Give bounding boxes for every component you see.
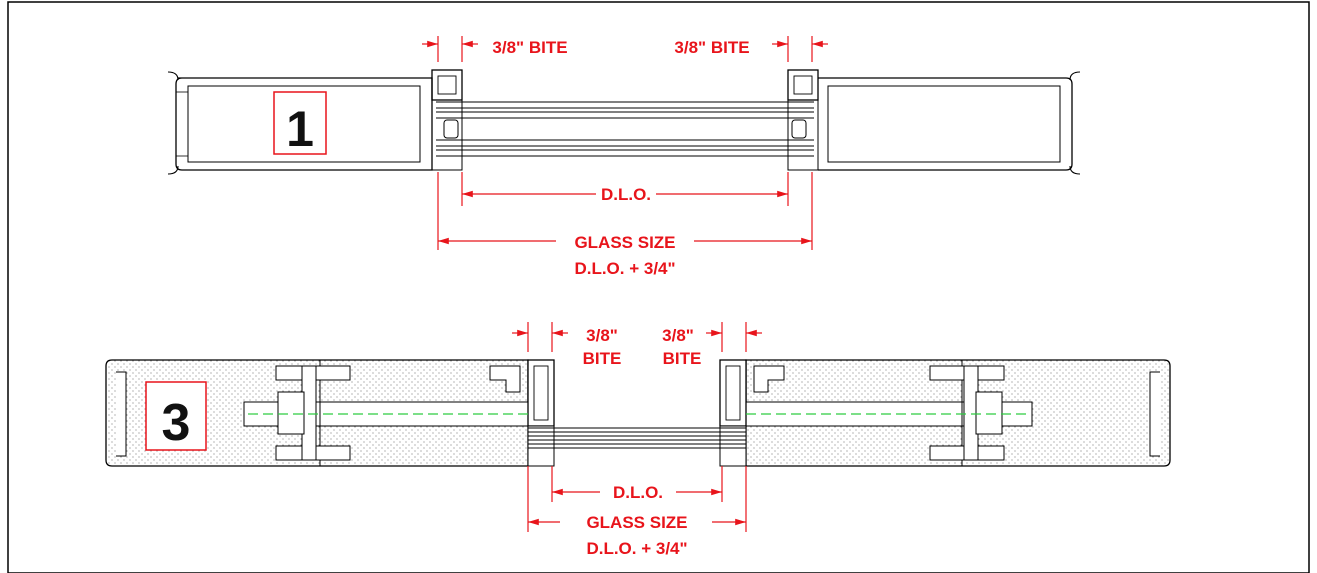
detail3-number: 3 <box>162 394 191 452</box>
detail1-glass-size-label: GLASS SIZE <box>574 233 675 252</box>
detail1-badge <box>273 91 327 155</box>
detail3-dlo-label: D.L.O. <box>613 483 663 502</box>
detail-1 <box>167 69 1081 175</box>
detail3-bite-right-fraction: 3/8" <box>662 326 694 345</box>
detail3-dimensions <box>512 322 762 532</box>
detail1-right-frame <box>818 77 1073 171</box>
drawing-border <box>7 1 1310 573</box>
detail3-glass <box>528 427 746 449</box>
detail1-bite-left-label: 3/8" BITE <box>492 38 567 57</box>
detail1-glass <box>436 101 814 157</box>
detail3-badge <box>145 381 207 451</box>
detail1-dlo-label: D.L.O. <box>601 185 651 204</box>
detail3-bite-left-word: BITE <box>583 349 622 368</box>
detail1-glass-formula: D.L.O. + 3/4" <box>574 259 675 278</box>
detail1-bite-right-label: 3/8" BITE <box>674 38 749 57</box>
detail1-number: 1 <box>286 101 314 157</box>
detail1-dimensions <box>422 36 828 250</box>
detail3-bite-right-word: BITE <box>663 349 702 368</box>
detail-3 <box>105 359 1171 467</box>
detail3-bite-left-fraction: 3/8" <box>586 326 618 345</box>
detail3-glass-formula: D.L.O. + 3/4" <box>586 539 687 558</box>
detail3-glass-size-label: GLASS SIZE <box>586 513 687 532</box>
